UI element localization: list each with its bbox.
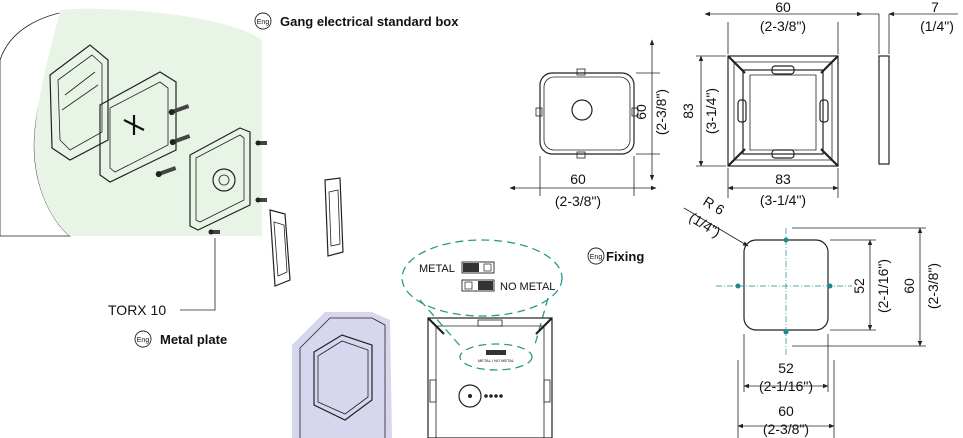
cutout-outer-w-in: (2-3/8") xyxy=(763,421,809,437)
screws xyxy=(155,104,267,235)
frame-width-in: (3-1/4") xyxy=(760,192,806,208)
frame-top-mm: 60 xyxy=(775,0,791,15)
box-dimensions xyxy=(509,39,660,196)
frame-width-mm: 83 xyxy=(775,171,791,187)
cutout-inner-h-in: (2-1/16") xyxy=(875,259,891,313)
gang-box-title: Gang electrical standard box xyxy=(280,14,459,29)
frame-depth-mm: 7 xyxy=(931,0,939,15)
eng-badge-text: Eng xyxy=(257,19,270,26)
eng-badge-text: Eng xyxy=(590,254,603,261)
box-height-mm: 60 xyxy=(633,104,649,120)
metal-plate-label: Metal plate xyxy=(160,332,227,347)
frame-front-view xyxy=(727,55,839,167)
gang-box-badge: Eng xyxy=(254,12,272,30)
frame-side-view xyxy=(862,11,958,165)
switch-no-metal-icon xyxy=(461,279,495,292)
box-width-mm: 60 xyxy=(570,171,586,187)
switch-metal-icon xyxy=(461,261,495,274)
frame-dimensions xyxy=(696,11,863,198)
device-module-3d xyxy=(189,127,251,231)
cutout-inner-h-mm: 52 xyxy=(851,278,867,294)
cutout-inner-w-in: (2-1/16") xyxy=(759,378,813,394)
electrical-box-3d xyxy=(49,44,109,161)
metal-plate-badge: Eng xyxy=(134,330,152,348)
wall-section xyxy=(0,8,262,237)
eng-badge-text: Eng xyxy=(137,337,150,344)
no-metal-label: NO METAL xyxy=(500,281,555,293)
switch-small-text: METAL / NO METAL xyxy=(478,358,515,363)
frame-depth-in: (1/4") xyxy=(920,18,954,34)
metal-switch-callout xyxy=(401,239,563,349)
cutout-outer-w-mm: 60 xyxy=(778,403,794,419)
frame-height-in: (3-1/4") xyxy=(703,88,719,134)
fixing-badge: Eng xyxy=(587,247,605,265)
cutout-outer-h-mm: 60 xyxy=(901,278,917,294)
frame-plate-3d xyxy=(99,71,177,183)
cutout-dimensions xyxy=(683,207,926,438)
metal-label: METAL xyxy=(419,263,455,275)
side-caps xyxy=(269,177,344,287)
torx-leader xyxy=(180,238,216,311)
cutout-template xyxy=(716,228,852,356)
fixing-label: Fixing xyxy=(606,249,644,264)
module-in-box-view xyxy=(427,317,553,438)
frame-height-mm: 83 xyxy=(680,103,696,119)
cutout-outer-h-in: (2-3/8") xyxy=(925,263,941,309)
metal-plate-drawing xyxy=(292,312,392,438)
box-width-in: (2-3/8") xyxy=(555,193,601,209)
torx-label: TORX 10 xyxy=(108,302,166,318)
frame-top-in: (2-3/8") xyxy=(760,18,806,34)
box-top-view xyxy=(535,68,639,159)
box-height-in: (2-3/8") xyxy=(653,89,669,135)
cutout-inner-w-mm: 52 xyxy=(778,360,794,376)
